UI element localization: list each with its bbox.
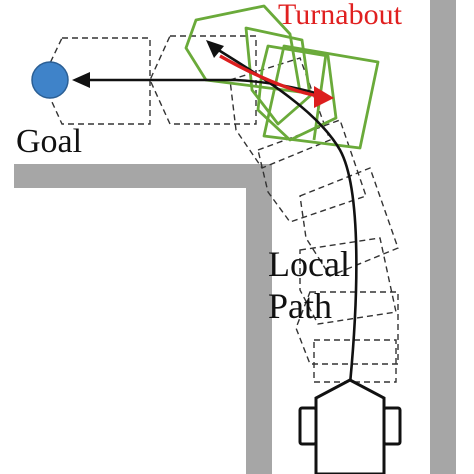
dashed-footprint-goal-1	[41, 37, 151, 125]
dashed-footprint-descent-2	[299, 237, 397, 325]
local-path-label-line2: Path	[268, 286, 332, 326]
wall-left-horizontal	[14, 164, 272, 188]
goal-path-arrowhead	[72, 72, 90, 88]
dashed-footprints	[41, 35, 399, 383]
robot-body	[314, 378, 386, 474]
dashed-footprint-turn-1	[229, 57, 331, 169]
robot-icon	[298, 378, 402, 474]
local-path-arrowhead	[206, 40, 224, 58]
turnabout-arrow-curve	[219, 54, 319, 98]
dashed-footprint-turn-2	[257, 119, 367, 223]
dashed-footprint-goal-2	[149, 35, 257, 125]
turnabout-arrowhead	[314, 86, 334, 108]
goal-circle	[31, 61, 69, 99]
green-footprint-4	[262, 44, 380, 150]
dashed-footprint-descent-1	[299, 167, 399, 277]
dashed-footprint-descent-3	[295, 291, 399, 365]
robot-right-wheel	[382, 406, 402, 446]
turnabout-label: Turnabout	[278, 0, 403, 31]
local-path-label-line1: Local	[268, 244, 350, 284]
dashed-footprint-descent-4	[313, 339, 397, 383]
wall-inner-vertical	[246, 164, 272, 474]
local-path-curve	[211, 44, 358, 385]
wall-outer-vertical	[430, 0, 456, 474]
goal-label: Goal	[16, 123, 82, 160]
green-footprint-2	[244, 26, 312, 126]
robot-left-wheel	[298, 406, 318, 446]
